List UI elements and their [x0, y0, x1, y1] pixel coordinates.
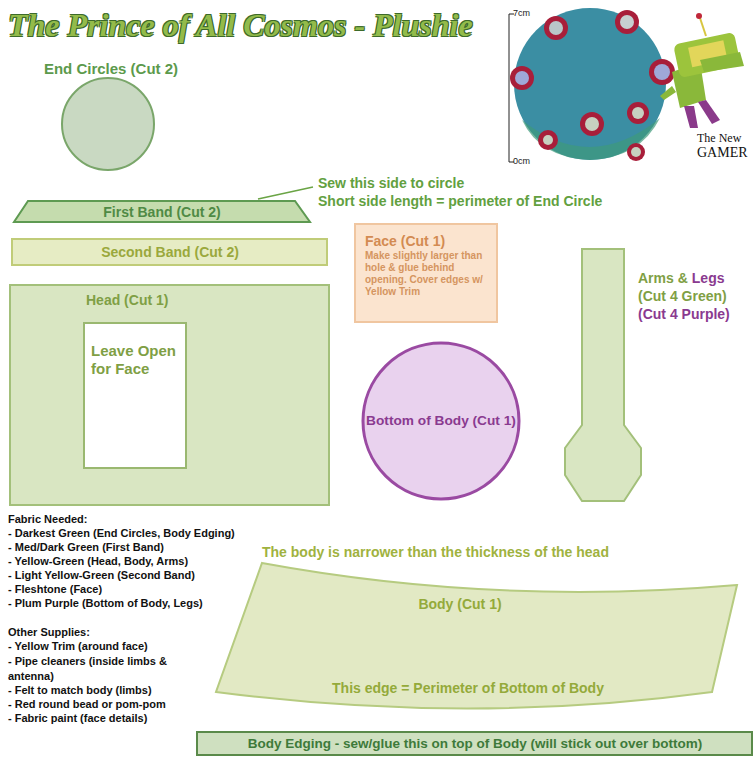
first-band-piece: First Band (Cut 2)	[12, 198, 312, 224]
piece-label: Leave Open for Face	[91, 342, 183, 378]
list-item: - Yellow Trim (around face)	[8, 640, 148, 653]
piece-shape	[14, 201, 310, 222]
instruction-note: Short side length = perimeter of End Cir…	[318, 193, 602, 210]
scale-label: 0cm	[513, 156, 530, 167]
piece-label: End Circles (Cut 2)	[44, 60, 178, 78]
piece-label: Body (Cut 1)	[418, 596, 501, 613]
head-piece: Head (Cut 1) Leave Open for Face	[9, 284, 331, 507]
piece-note: Make slightly larger than hole & glue be…	[365, 250, 493, 298]
face-opening: Leave Open for Face	[83, 322, 188, 470]
list-item: - Light Yellow-Green (Second Band)	[8, 569, 195, 582]
face-piece: Face (Cut 1)Make slightly larger than ho…	[353, 222, 500, 325]
limb-piece: Arms &Legs(Cut 4 Green)(Cut 4 Purple)	[560, 245, 754, 507]
piece-label: Bottom of Body (Cut 1)	[366, 413, 516, 429]
piece-label: Second Band (Cut 2)	[101, 244, 239, 261]
piece-label: First Band (Cut 2)	[103, 204, 220, 221]
list-item: - Felt to match body (limbs)	[8, 684, 152, 697]
piece-shape	[197, 732, 752, 755]
list-item: - Pipe cleaners (inside limbs & antenna)	[8, 654, 186, 684]
prince-figure	[660, 13, 744, 128]
piece-label: Body Edging - sew/glue this on top of Bo…	[248, 736, 703, 752]
list-item: - Yellow-Green (Head, Body, Arms)	[8, 555, 188, 568]
list-item: - Plum Purple (Bottom of Body, Legs)	[8, 597, 203, 610]
list-item: - Red round bead or pom-pom	[8, 698, 166, 711]
piece-label: Face (Cut 1)	[365, 233, 445, 250]
bottom-circle-piece: Bottom of Body (Cut 1)	[360, 340, 522, 502]
piece-shape	[355, 224, 497, 322]
piece-note: (Cut 4 Purple)	[638, 306, 730, 323]
body-edging-strip: Body Edging - sew/glue this on top of Bo…	[196, 731, 754, 756]
scale-label: 7cm	[513, 8, 530, 19]
piece-label: Arms &	[638, 270, 688, 287]
piece-shape	[363, 343, 519, 499]
list-item: - Fabric paint (face details)	[8, 712, 147, 725]
piece-shape	[216, 563, 737, 709]
list-item: - Fleshtone (Face)	[8, 583, 102, 596]
piece-shape	[565, 249, 641, 501]
list-heading: Fabric Needed:	[8, 513, 87, 526]
list-item: - Med/Dark Green (First Band)	[8, 541, 164, 554]
piece-shape	[12, 239, 327, 265]
end-circle-piece: End Circles (Cut 2)	[26, 58, 196, 176]
page-title: The Prince of All Cosmos - Plushie	[8, 6, 473, 44]
piece-shape	[10, 285, 329, 505]
piece-shape	[62, 78, 154, 170]
piece-note: (Cut 4 Green)	[638, 288, 727, 305]
second-band-piece: Second Band (Cut 2)	[10, 237, 330, 267]
katamari-ball	[514, 8, 666, 160]
watermark: The New	[697, 131, 741, 145]
ball-knobs	[510, 10, 675, 161]
list-heading: Other Supplies:	[8, 626, 90, 639]
leader-line	[258, 187, 313, 199]
piece-label: Head (Cut 1)	[86, 292, 168, 309]
list-item: - Darkest Green (End Circles, Body Edgin…	[8, 527, 235, 540]
watermark: GAMER	[697, 145, 748, 162]
ball-shade	[522, 118, 660, 160]
piece-note: This edge = Perimeter of Bottom of Body	[332, 680, 604, 697]
piece-note: Legs	[692, 270, 725, 287]
instruction-note: The body is narrower than the thickness …	[262, 544, 609, 561]
piece-shape	[84, 323, 186, 468]
scale-bar	[509, 14, 510, 162]
body-piece: Body (Cut 1) This edge = Perimeter of Bot…	[214, 560, 738, 712]
instruction-note: Sew this side to circle	[318, 175, 464, 192]
